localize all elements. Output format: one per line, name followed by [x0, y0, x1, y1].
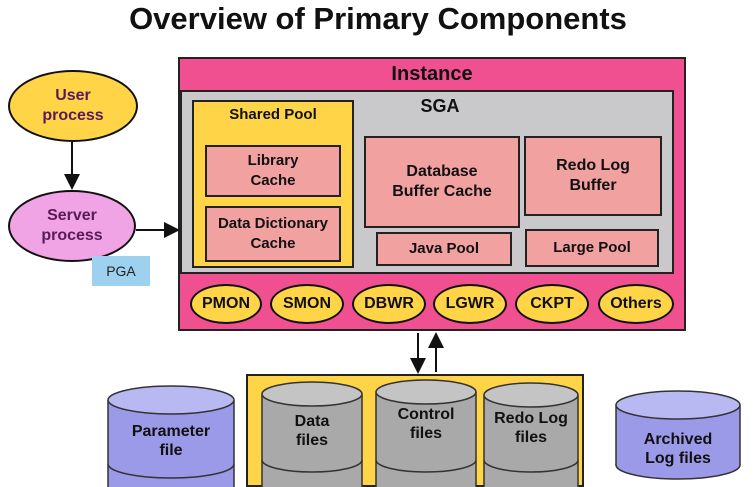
java-pool-label: Java Pool — [408, 240, 480, 257]
pga-box: PGA — [92, 256, 150, 286]
process-smon: SMON — [270, 284, 344, 324]
redo-log-files-cylinder — [483, 382, 579, 487]
process-others: Others — [598, 284, 674, 324]
server-process-ellipse: Server process — [8, 190, 136, 262]
data-dictionary-cache-box: Data Dictionary Cache — [205, 206, 341, 262]
parameter-file-cylinder — [107, 385, 235, 487]
large-pool-label: Large Pool — [553, 239, 631, 256]
process-dbwr-label: DBWR — [364, 295, 414, 312]
process-lgwr: LGWR — [433, 284, 507, 324]
archived-log-files-cylinder — [615, 390, 741, 480]
control-files-cylinder — [375, 379, 477, 487]
server-process-label: Server process — [41, 207, 103, 244]
database-buffer-cache-box: Database Buffer Cache — [364, 136, 520, 228]
page-title: Overview of Primary Components — [129, 1, 627, 36]
process-pmon: PMON — [190, 284, 262, 324]
data-files-cylinder — [261, 381, 363, 487]
user-process-label: User process — [42, 87, 104, 124]
parameter-file-label: Parameter file — [131, 423, 211, 459]
pga-label: PGA — [106, 263, 136, 279]
process-lgwr-label: LGWR — [445, 295, 495, 312]
process-smon-label: SMON — [283, 295, 331, 312]
redo-log-buffer-label: Redo Log Buffer — [556, 157, 630, 194]
library-cache-box: Library Cache — [205, 145, 341, 197]
database-buffer-cache-label: Database Buffer Cache — [392, 163, 492, 200]
data-files-label: Data files — [294, 413, 330, 449]
control-files-label: Control files — [397, 406, 455, 442]
process-ckpt-label: CKPT — [530, 295, 574, 312]
process-pmon-label: PMON — [202, 295, 250, 312]
archived-log-files-label: Archived Log files — [643, 431, 713, 467]
data-dictionary-cache-label: Data Dictionary Cache — [217, 215, 329, 252]
java-pool-box: Java Pool — [376, 232, 512, 266]
process-others-label: Others — [610, 295, 662, 312]
shared-pool-label: Shared Pool — [229, 106, 317, 123]
process-ckpt: CKPT — [515, 284, 589, 324]
instance-label: Instance — [391, 63, 473, 85]
library-cache-label: Library Cache — [247, 152, 299, 189]
user-process-ellipse: User process — [8, 70, 138, 142]
large-pool-box: Large Pool — [525, 229, 659, 267]
redo-log-buffer-box: Redo Log Buffer — [524, 136, 662, 216]
process-dbwr: DBWR — [352, 284, 426, 324]
redo-log-files-label: Redo Log files — [494, 410, 568, 446]
sga-label: SGA — [420, 96, 460, 116]
